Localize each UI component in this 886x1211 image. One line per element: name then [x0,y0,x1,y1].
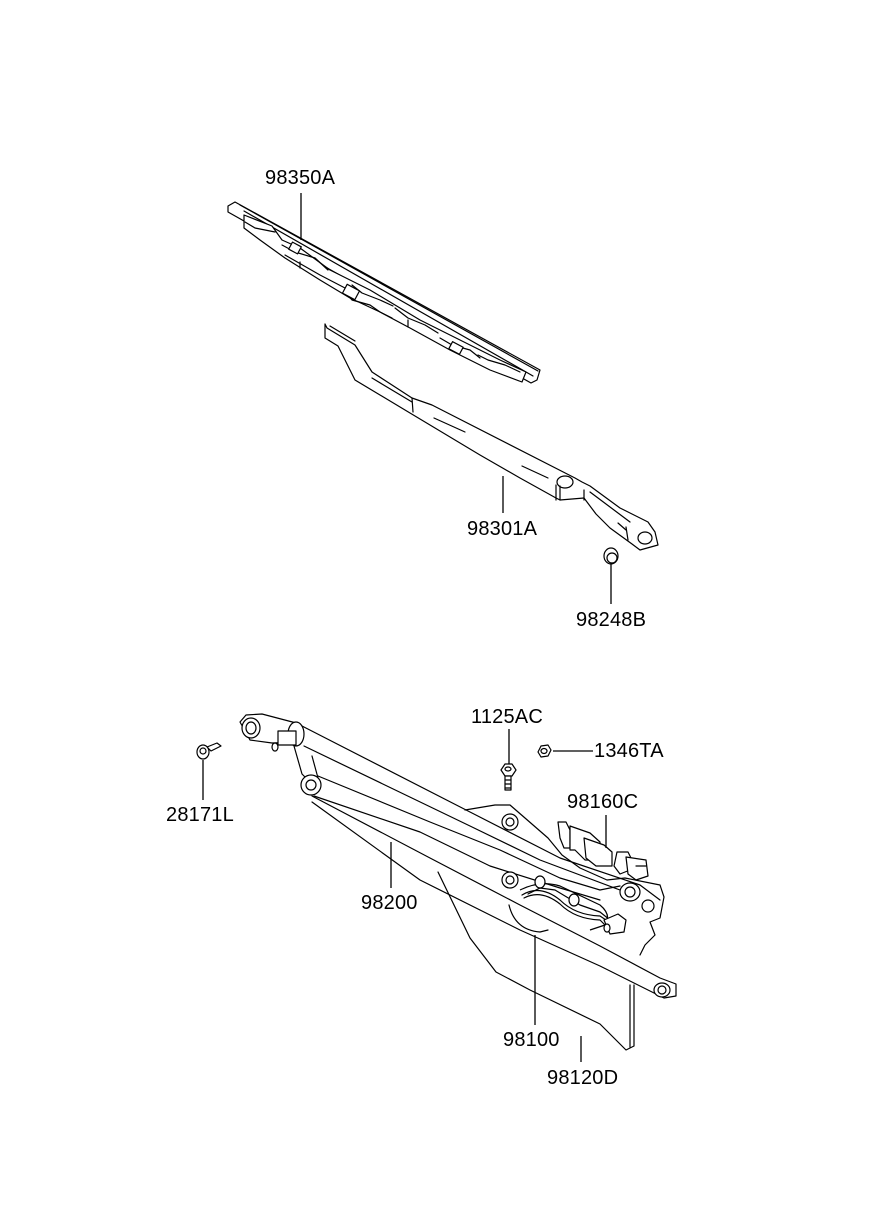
label-linkage[interactable]: 98200 [361,892,418,914]
label-arm-cap[interactable]: 98248B [576,609,647,631]
motor-bracket[interactable] [437,804,665,1051]
wiper-arm[interactable] [324,323,659,551]
connector[interactable] [557,821,649,881]
label-connector[interactable]: 98160C [567,791,639,813]
bolt-top[interactable] [500,763,517,791]
nut[interactable] [537,744,552,758]
bolt-left[interactable] [196,742,222,760]
label-bracket[interactable]: 98120D [547,1067,619,1089]
label-wiper-arm[interactable]: 98301A [467,518,538,540]
label-bolt-left[interactable]: 28171L [166,804,234,826]
label-nut[interactable]: 1346TA [594,740,664,762]
label-motor[interactable]: 98100 [503,1029,560,1051]
wiper-blade[interactable] [227,201,541,384]
label-wiper-blade[interactable]: 98350A [265,167,336,189]
wiper-linkage[interactable] [239,713,677,999]
label-bolt-top[interactable]: 1125AC [471,706,543,728]
arm-cap[interactable] [603,547,619,565]
